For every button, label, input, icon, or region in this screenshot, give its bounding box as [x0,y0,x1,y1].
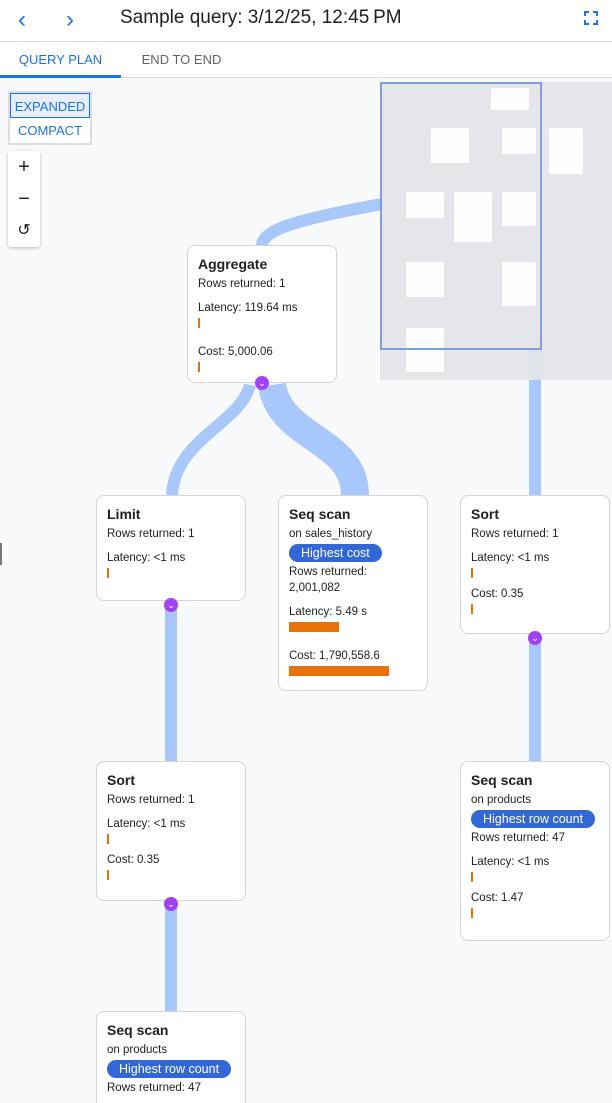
node-table: on sales_history [289,528,373,540]
status-badge: Highest cost [289,544,382,562]
link-aggregate-seqscan [258,381,369,497]
tab-end-to-end[interactable]: END TO END [141,52,222,67]
zoom-out-button[interactable]: − [18,188,30,210]
node-title: Aggregate [198,256,268,272]
link-aggregate-limit [166,382,256,496]
cost: Cost: 1,790,558.6 [289,650,380,662]
minimap[interactable] [380,82,612,380]
node-seq-scan-sales-history[interactable]: Seq scan on sales_history Highest cost R… [278,495,428,691]
node-title: Seq scan [107,1022,169,1038]
latency-bar [107,834,109,844]
latency: Latency: <1 ms [107,552,186,564]
scrollbar-handle[interactable] [0,543,2,565]
rows-returned: Rows returned: 47 [471,832,565,844]
latency-bar [289,622,339,632]
minimap-viewport[interactable] [380,82,542,350]
latency: Latency: 5.49 s [289,606,367,618]
latency-bar [471,568,473,578]
node-table: on products [107,1044,168,1056]
expand-chevron-icon[interactable]: ⌄ [164,598,178,612]
status-badge: Highest row count [107,1060,232,1078]
zoom-in-button[interactable]: + [18,156,30,178]
cost: Cost: 0.35 [107,854,160,866]
node-title: Limit [107,506,141,522]
chevron-right-icon[interactable]: › [66,6,74,33]
zoom-controls: + − ↺ [8,151,40,247]
node-aggregate[interactable]: Aggregate Rows returned: 1 Latency: 119.… [187,245,337,383]
latency: Latency: 119.64 ms [198,302,298,314]
reset-zoom-button[interactable]: ↺ [17,222,31,239]
tab-bar: QUERY PLAN END TO END [0,42,612,78]
node-title: Seq scan [471,772,533,788]
latency-bar [107,568,109,578]
expand-chevron-icon[interactable]: ⌄ [528,631,542,645]
cost-bar [198,362,200,372]
chevron-left-icon[interactable]: ‹ [18,6,26,33]
cost: Cost: 5,000.06 [198,346,273,358]
cost-bar [289,666,389,676]
cost-bar [107,870,109,880]
rows-returned: Rows returned: 1 [198,278,286,290]
rows-returned: Rows returned: 1 [107,528,195,540]
tab-query-plan[interactable]: QUERY PLAN [0,42,121,78]
node-title: Seq scan [289,506,351,522]
node-title: Sort [107,772,135,788]
expanded-button[interactable]: EXPANDED [10,93,90,118]
rows-returned: Rows returned: 1 [107,794,195,806]
latency-bar [198,318,200,328]
page-title: Sample query: 3/12/25, 12:45 PM [120,7,402,28]
expand-chevron-icon[interactable]: ⌄ [255,376,269,390]
status-badge: Highest row count [471,810,596,828]
rows-returned: Rows returned: 1 [471,528,559,540]
expand-chevron-icon[interactable]: ⌄ [164,897,178,911]
rows-returned-label: Rows returned: [289,566,367,578]
link-aggregate-parent [256,198,384,248]
rows-returned-value: 2,001,082 [289,582,341,594]
node-limit[interactable]: Limit Rows returned: 1 Latency: <1 ms [96,495,246,601]
node-seq-scan-products-right[interactable]: Seq scan on products Highest row count R… [460,761,610,941]
node-table: on products [471,794,532,806]
latency: Latency: <1 ms [107,818,186,830]
latency: Latency: <1 ms [471,552,550,564]
header: ‹ › Sample query: 3/12/25, 12:45 PM [0,0,612,42]
view-mode-toggle: EXPANDED COMPACT [8,91,92,145]
fullscreen-icon[interactable] [584,11,598,25]
plan-canvas[interactable]: EXPANDED COMPACT + − ↺ Aggregate Rows re… [0,79,612,1103]
latency-bar [471,872,473,882]
cost-bar [471,604,473,614]
cost: Cost: 0.35 [471,588,524,600]
compact-button[interactable]: COMPACT [17,123,83,138]
node-sort-right[interactable]: Sort Rows returned: 1 Latency: <1 ms Cos… [460,495,610,634]
cost: Cost: 1.47 [471,892,524,904]
latency: Latency: <1 ms [471,856,550,868]
node-sort-left[interactable]: Sort Rows returned: 1 Latency: <1 ms Cos… [96,761,246,901]
cost-bar [471,908,473,918]
node-seq-scan-products-left[interactable]: Seq scan on products Highest row count R… [96,1011,246,1103]
rows-returned: Rows returned: 47 [107,1082,201,1094]
node-title: Sort [471,506,499,522]
